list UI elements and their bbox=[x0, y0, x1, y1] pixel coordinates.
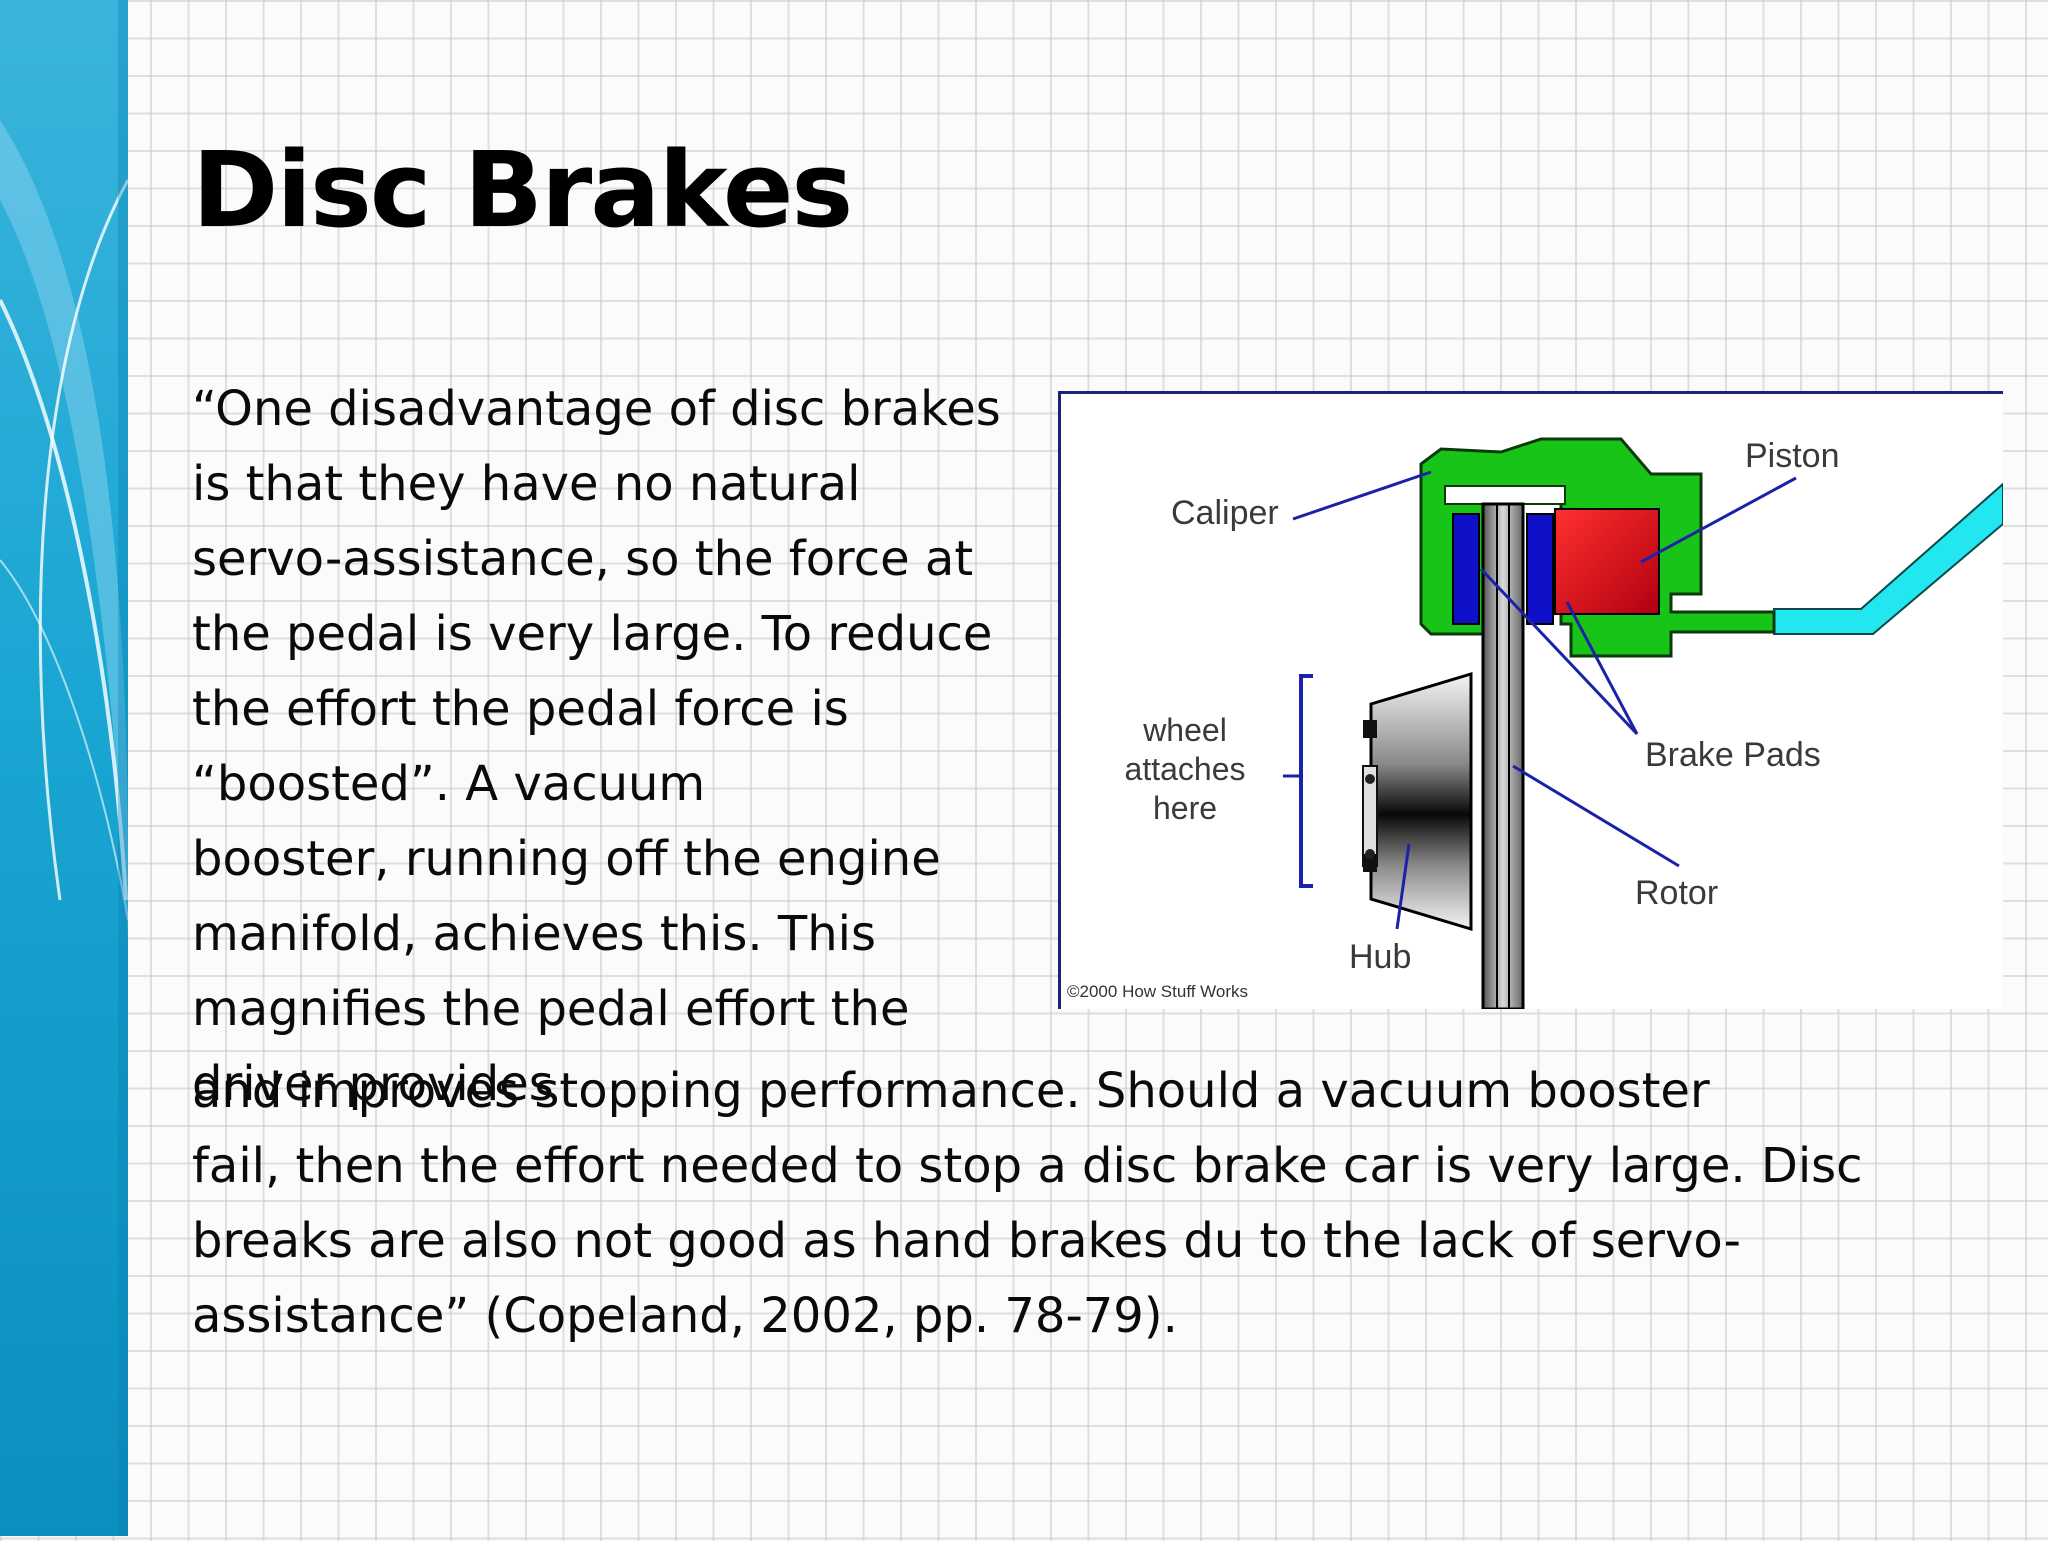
rotor-label: Rotor bbox=[1635, 874, 1718, 912]
brake-pad-inner bbox=[1452, 513, 1480, 625]
quote-line: servo-assistance, so the force at bbox=[192, 531, 974, 587]
quote-line: “One disadvantage of disc brakes bbox=[192, 381, 1001, 437]
quote-line: the pedal is very large. To reduce bbox=[192, 606, 993, 662]
disc-brake-illustration: Caliper Piston wheel attaches here Brake… bbox=[1067, 437, 2004, 1011]
wheel-attaches-label-line2: attaches bbox=[1125, 751, 1246, 787]
quote-text-full-width: and improves stopping performance. Shoul… bbox=[192, 1054, 1863, 1354]
quote-line: breaks are also not good as hand brakes … bbox=[192, 1213, 1741, 1269]
decorative-sidebar bbox=[0, 0, 130, 1536]
quote-text-left-column: “One disadvantage of disc brakes is that… bbox=[192, 372, 1001, 1122]
brake-pads-label: Brake Pads bbox=[1645, 736, 1821, 774]
quote-line: magnifies the pedal effort the bbox=[192, 981, 910, 1037]
quote-line: is that they have no natural bbox=[192, 456, 861, 512]
wheel-attaches-label-line1: wheel bbox=[1142, 712, 1227, 748]
slide-title: Disc Brakes bbox=[192, 129, 853, 251]
leader-lines bbox=[1292, 470, 1797, 930]
quote-line: the effort the pedal force is bbox=[192, 681, 849, 737]
quote-line: fail, then the effort needed to stop a d… bbox=[192, 1138, 1863, 1194]
sidebar-swoosh-graphic bbox=[0, 0, 130, 1536]
quote-line: “boosted”. A vacuum bbox=[192, 756, 706, 812]
copyright-label: ©2000 How Stuff Works bbox=[1067, 982, 1248, 1001]
wheel-bracket bbox=[1299, 674, 1313, 888]
piston-label: Piston bbox=[1745, 437, 1840, 475]
rotor bbox=[1481, 502, 1525, 1011]
hub-label: Hub bbox=[1349, 938, 1411, 976]
brake-pad-outer bbox=[1526, 513, 1554, 625]
brake-fluid-line bbox=[1773, 481, 2004, 635]
hub bbox=[1369, 671, 1473, 932]
quote-line: driver provides bbox=[192, 1056, 554, 1112]
quote-line: manifold, achieves this. This bbox=[192, 906, 876, 962]
quote-line: booster, running off the engine bbox=[192, 831, 941, 887]
caliper-label: Caliper bbox=[1171, 494, 1279, 532]
wheel-attaches-label-line3: here bbox=[1153, 790, 1217, 826]
quote-line: assistance” (Copeland, 2002, pp. 78-79). bbox=[192, 1288, 1178, 1344]
disc-brake-diagram: Caliper Piston wheel attaches here Brake… bbox=[1058, 391, 2004, 1011]
quote-line: and improves stopping performance. Shoul… bbox=[192, 1063, 1710, 1119]
